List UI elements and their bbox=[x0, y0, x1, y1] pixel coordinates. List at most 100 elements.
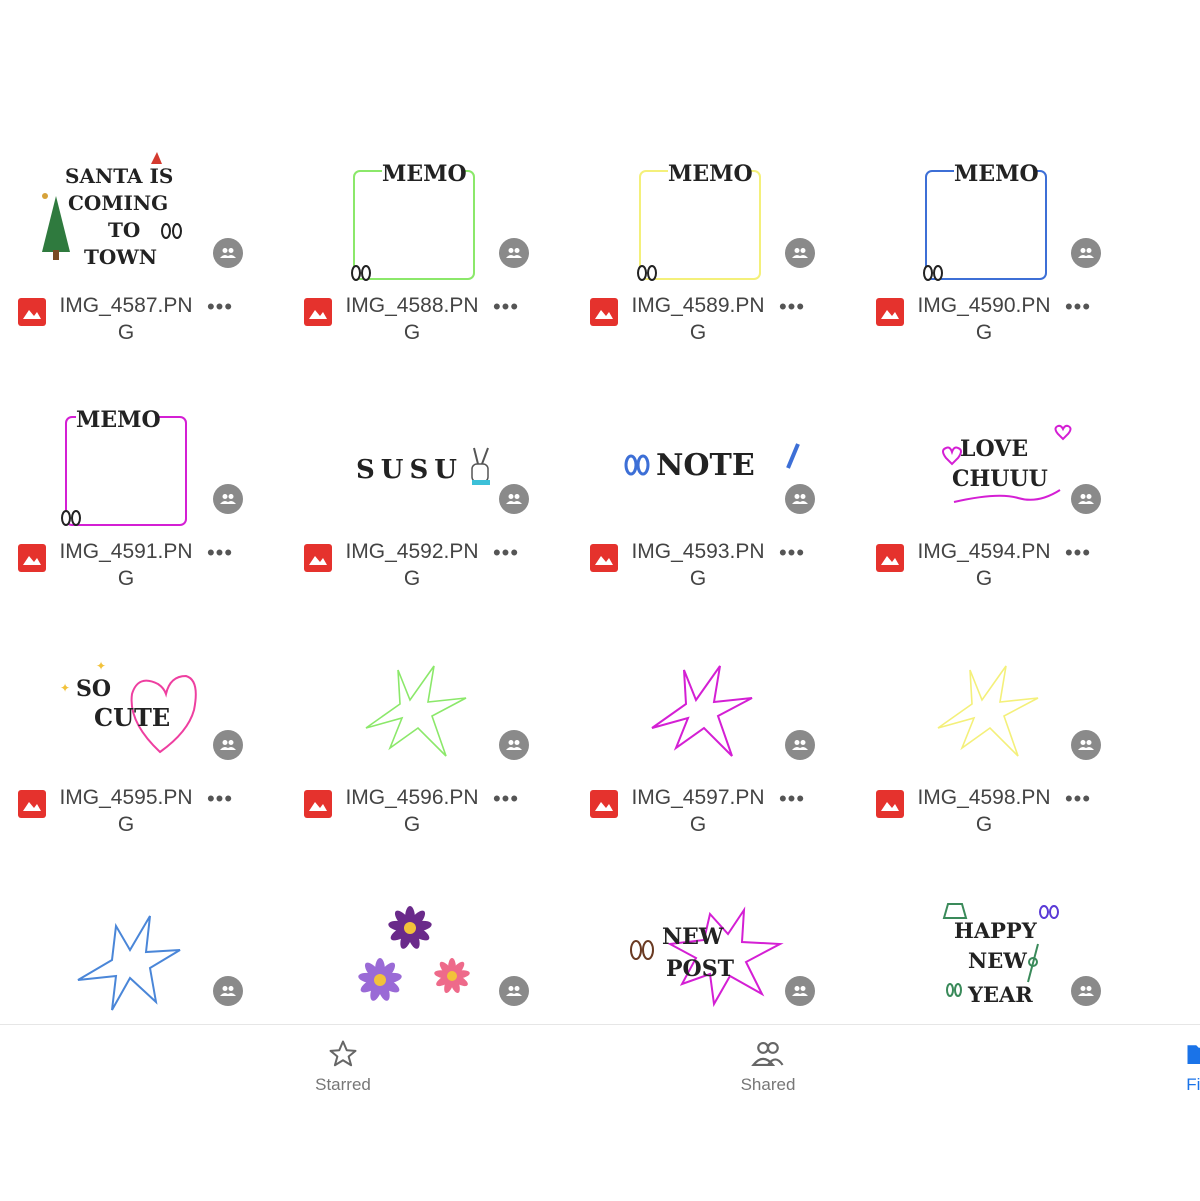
file-tile[interactable]: MEMO IMG_4590.PNG ••• bbox=[858, 126, 1144, 372]
more-options-button[interactable]: ••• bbox=[1064, 294, 1092, 319]
image-file-icon bbox=[304, 544, 332, 572]
tab-files[interactable]: File bbox=[1140, 1039, 1200, 1095]
thumbnail[interactable]: LOVE CHUUU bbox=[878, 372, 1088, 512]
file-name: IMG_4595.PNG bbox=[59, 786, 193, 836]
file-tile[interactable]: HAPPY NEW YEAR bbox=[858, 864, 1144, 1110]
shared-people-icon bbox=[1071, 976, 1101, 1006]
thumb-text: SUSU bbox=[356, 455, 463, 485]
love-chuuu-thumbnail-art: LOVE CHUUU bbox=[942, 424, 1072, 503]
shared-people-icon bbox=[213, 976, 243, 1006]
thumbnail[interactable]: HAPPY NEW YEAR bbox=[878, 864, 1088, 1007]
thumb-text: COMING bbox=[68, 191, 168, 215]
file-tile[interactable] bbox=[0, 864, 286, 1110]
image-file-icon bbox=[18, 298, 46, 326]
thumbnail[interactable]: NEW POST bbox=[592, 864, 802, 1008]
thumb-text: HAPPY bbox=[954, 918, 1038, 943]
thumbnail[interactable] bbox=[306, 618, 516, 758]
file-tile[interactable]: MEMO IMG_4591.PNG ••• bbox=[0, 372, 286, 618]
memo-magenta-thumbnail-art: MEMO bbox=[61, 402, 187, 526]
file-tile[interactable]: MEMO IMG_4589.PNG ••• bbox=[572, 126, 858, 372]
susu-thumbnail-art: SUSU bbox=[356, 447, 490, 485]
thumb-text: CUTE bbox=[94, 703, 170, 732]
more-options-button[interactable]: ••• bbox=[492, 540, 520, 565]
tab-shared[interactable]: Shared bbox=[708, 1039, 828, 1095]
file-name: IMG_4593.PNG bbox=[631, 540, 765, 590]
thumbnail[interactable] bbox=[878, 618, 1088, 758]
thumb-text: YEAR bbox=[967, 982, 1033, 1007]
tab-label: Starred bbox=[315, 1075, 371, 1094]
bottom-tab-bar: Starred Shared File bbox=[0, 1024, 1200, 1201]
shared-people-icon bbox=[499, 484, 529, 514]
file-tile[interactable]: SUSU IMG_4592.PNG ••• bbox=[286, 372, 572, 618]
shared-people-icon bbox=[785, 484, 815, 514]
thumbnail[interactable] bbox=[306, 864, 516, 1004]
file-name: IMG_4591.PNG bbox=[59, 540, 193, 590]
thumbnail[interactable]: NOTE bbox=[592, 372, 802, 512]
thumb-text: SANTA IS bbox=[65, 164, 173, 188]
file-name: IMG_4589.PNG bbox=[631, 294, 765, 344]
more-options-button[interactable]: ••• bbox=[206, 540, 234, 565]
more-options-button[interactable]: ••• bbox=[206, 294, 234, 319]
memo-blue-thumbnail-art: MEMO bbox=[923, 156, 1047, 281]
more-options-button[interactable]: ••• bbox=[778, 294, 806, 319]
shared-people-icon bbox=[499, 976, 529, 1006]
thumb-text: MEMO bbox=[382, 161, 467, 187]
happy-new-year-thumbnail-art: HAPPY NEW YEAR bbox=[942, 903, 1059, 1007]
more-options-button[interactable]: ••• bbox=[778, 540, 806, 565]
more-options-button[interactable]: ••• bbox=[206, 786, 234, 811]
thumb-text: MEMO bbox=[76, 407, 161, 433]
thumb-text: MEMO bbox=[954, 161, 1039, 187]
file-tile[interactable] bbox=[286, 864, 572, 1110]
shared-people-icon bbox=[1071, 484, 1101, 514]
thumbnail[interactable]: MEMO bbox=[20, 372, 230, 526]
file-tile[interactable]: LOVE CHUUU IMG_4594.PNG ••• bbox=[858, 372, 1144, 618]
shared-people-icon bbox=[213, 730, 243, 760]
thumbnail[interactable]: MEMO bbox=[592, 126, 802, 281]
shared-people-icon bbox=[213, 238, 243, 268]
more-options-button[interactable]: ••• bbox=[1064, 540, 1092, 565]
star-blue-thumbnail-art bbox=[77, 915, 181, 1011]
file-name: IMG_4588.PNG bbox=[345, 294, 479, 344]
image-file-icon bbox=[590, 298, 618, 326]
note-thumbnail-art: NOTE bbox=[624, 443, 800, 483]
file-tile[interactable]: IMG_4597.PNG ••• bbox=[572, 618, 858, 864]
shared-people-icon bbox=[1071, 730, 1101, 760]
file-name: IMG_4594.PNG bbox=[917, 540, 1051, 590]
file-tile[interactable]: IMG_4598.PNG ••• bbox=[858, 618, 1144, 864]
image-file-icon bbox=[876, 298, 904, 326]
tab-starred[interactable]: Starred bbox=[283, 1039, 403, 1095]
star-magenta-thumbnail-art bbox=[651, 665, 753, 757]
thumbnail[interactable] bbox=[20, 864, 230, 1011]
more-options-button[interactable]: ••• bbox=[492, 294, 520, 319]
file-tile[interactable]: NEW POST bbox=[572, 864, 858, 1110]
file-tile[interactable]: NOTE IMG_4593.PNG ••• bbox=[572, 372, 858, 618]
thumb-text: SO bbox=[76, 676, 111, 702]
santa-thumbnail-art: SANTA IS COMING TO TOWN bbox=[42, 152, 182, 269]
shared-people-icon bbox=[1071, 238, 1101, 268]
shared-people-icon bbox=[785, 976, 815, 1006]
more-options-button[interactable]: ••• bbox=[492, 786, 520, 811]
more-options-button[interactable]: ••• bbox=[1064, 786, 1092, 811]
file-tile[interactable]: SANTA IS COMING TO TOWN IMG_4587.PNG ••• bbox=[0, 126, 286, 372]
star-yellow-thumbnail-art bbox=[937, 665, 1039, 757]
thumb-text: NEW bbox=[662, 924, 724, 950]
thumbnail[interactable]: ✦ ✦ SO CUTE bbox=[20, 618, 230, 758]
people-outline-icon bbox=[751, 1041, 784, 1067]
more-options-button[interactable]: ••• bbox=[778, 786, 806, 811]
file-tile[interactable]: IMG_4596.PNG ••• bbox=[286, 618, 572, 864]
flowers-thumbnail-art bbox=[358, 906, 470, 1001]
shared-people-icon bbox=[213, 484, 243, 514]
file-name: IMG_4587.PNG bbox=[59, 294, 193, 344]
file-tile[interactable]: ✦ ✦ SO CUTE IMG_4595.PNG ••• bbox=[0, 618, 286, 864]
shared-people-icon bbox=[785, 730, 815, 760]
thumbnail[interactable]: SUSU bbox=[306, 372, 516, 512]
file-tile[interactable]: MEMO IMG_4588.PNG ••• bbox=[286, 126, 572, 372]
image-file-icon bbox=[304, 790, 332, 818]
image-file-icon bbox=[876, 790, 904, 818]
shared-people-icon bbox=[499, 730, 529, 760]
thumbnail[interactable]: SANTA IS COMING TO TOWN bbox=[20, 126, 230, 269]
thumbnail[interactable]: MEMO bbox=[306, 126, 516, 281]
thumbnail[interactable]: MEMO bbox=[878, 126, 1088, 281]
thumbnail[interactable] bbox=[592, 618, 802, 758]
folder-icon bbox=[1187, 1045, 1200, 1064]
